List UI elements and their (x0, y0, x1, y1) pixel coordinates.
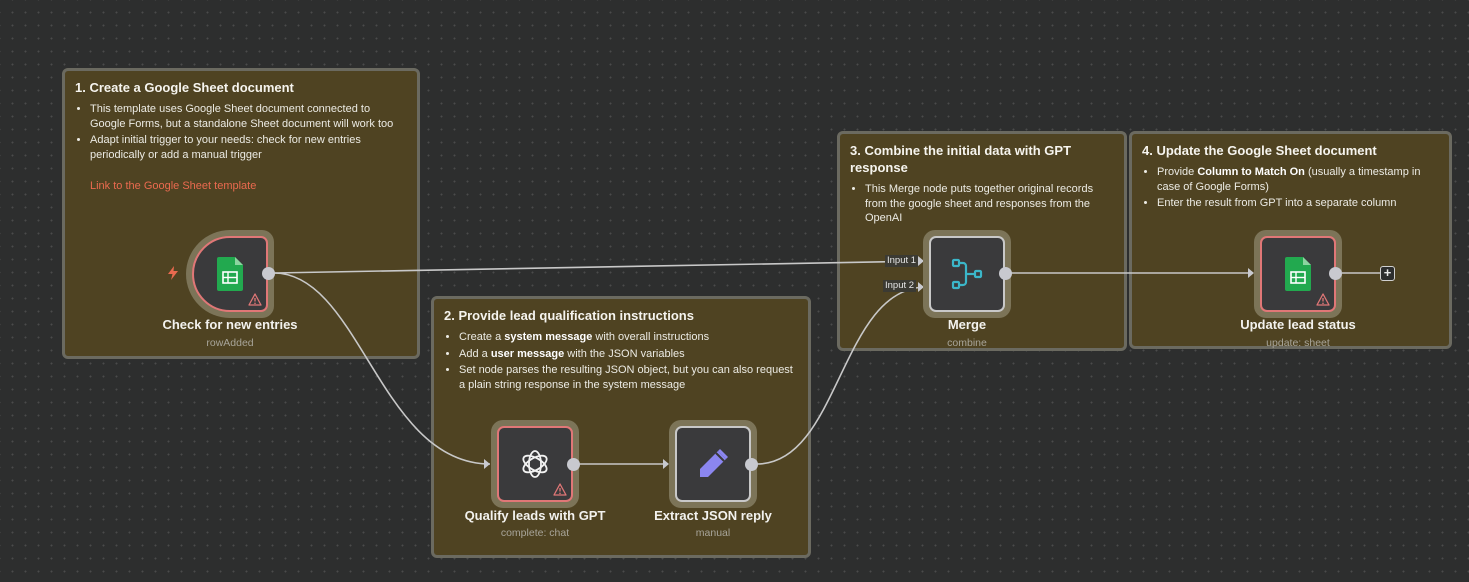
node-label: Check for new entries (162, 317, 298, 332)
merge-icon (951, 258, 983, 290)
input-2-label: Input 2 (883, 280, 917, 292)
trigger-bolt-icon (168, 266, 178, 280)
note-2-bullet: Add a user message with the JSON variabl… (459, 347, 798, 362)
warning-icon[interactable] (553, 483, 567, 496)
input-arrow-icon (484, 459, 490, 469)
add-node-button[interactable]: + (1380, 266, 1395, 281)
node-label: Qualify leads with GPT (464, 508, 606, 523)
warning-icon[interactable] (248, 293, 262, 306)
node-extract-json-reply[interactable] (669, 420, 757, 508)
node-subtitle: update: sheet (1266, 337, 1330, 349)
node-subtitle: manual (695, 527, 731, 539)
pencil-icon (700, 449, 728, 477)
input-arrow-icon (918, 282, 924, 292)
note-2-bullet: Set node parses the resulting JSON objec… (459, 363, 798, 392)
warning-icon[interactable] (1316, 293, 1330, 306)
node-merge[interactable] (923, 230, 1011, 318)
node-label: Extract JSON reply (654, 508, 772, 523)
node-check-for-new-entries[interactable] (186, 230, 274, 318)
note-3-title: 3. Combine the initial data with GPT res… (850, 143, 1072, 175)
google-sheets-icon (1285, 257, 1311, 291)
node-subtitle: complete: chat (500, 527, 570, 539)
node-label: Merge (947, 317, 987, 332)
google-sheets-icon (217, 257, 243, 291)
input-arrow-icon (1248, 268, 1254, 278)
output-handle[interactable] (567, 458, 580, 471)
note-1-bullet: Adapt initial trigger to your needs: che… (90, 133, 407, 162)
google-sheet-template-link[interactable]: Link to the Google Sheet template (90, 180, 257, 193)
note-1-title: 1. Create a Google Sheet document (75, 80, 294, 95)
note-2-bullet: Create a system message with overall ins… (459, 330, 798, 345)
input-1-label: Input 1 (885, 255, 919, 267)
output-handle[interactable] (262, 267, 275, 280)
node-label: Update lead status (1240, 317, 1356, 332)
note-3-bullet: This Merge node puts together original r… (865, 182, 1114, 226)
node-update-lead-status[interactable] (1254, 230, 1342, 318)
node-qualify-leads-with-gpt[interactable] (491, 420, 579, 508)
note-1-bullet: This template uses Google Sheet document… (90, 102, 407, 131)
note-4-bullet: Enter the result from GPT into a separat… (1157, 196, 1439, 211)
note-4-title: 4. Update the Google Sheet document (1142, 143, 1377, 158)
note-4-bullet: Provide Column to Match On (usually a ti… (1157, 165, 1439, 194)
node-subtitle: combine (947, 337, 987, 349)
node-subtitle: rowAdded (206, 337, 254, 349)
openai-icon (522, 450, 548, 478)
input-arrow-icon (663, 459, 669, 469)
output-handle[interactable] (745, 458, 758, 471)
input-arrow-icon (918, 256, 924, 266)
output-handle[interactable] (999, 267, 1012, 280)
note-2-title: 2. Provide lead qualification instructio… (444, 308, 694, 323)
output-handle[interactable] (1329, 267, 1342, 280)
